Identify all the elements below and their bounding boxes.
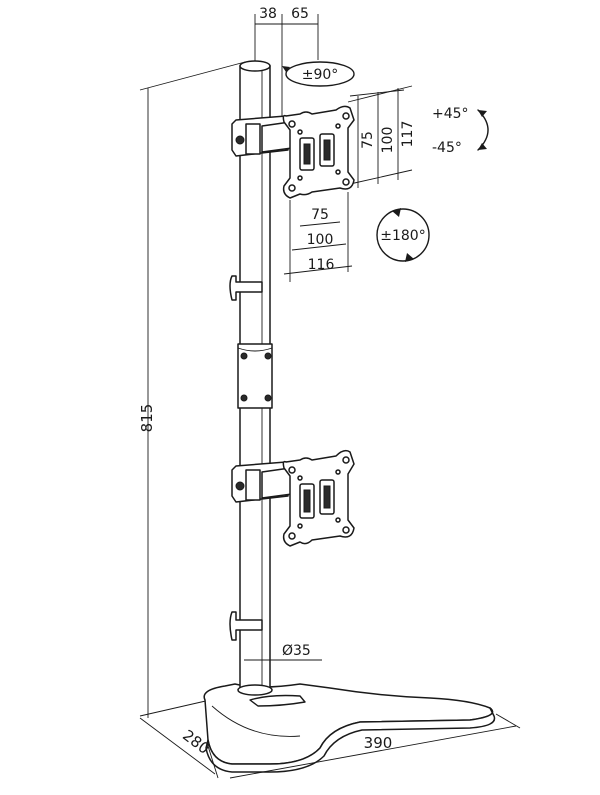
base-width-line	[229, 725, 517, 779]
height-bottom-extension	[139, 699, 211, 717]
base-depth-line	[139, 717, 216, 775]
vesa-h-top-ext-2	[349, 89, 405, 97]
vesa-height-75: 75	[360, 131, 376, 149]
lower-plate-slot-left-fill	[303, 489, 311, 513]
vesa-height-117: 117	[400, 121, 416, 148]
base-plate-edge	[205, 707, 496, 773]
rotate-indicator: ±180°	[376, 208, 430, 262]
base-width-value: 390	[364, 734, 393, 752]
lower-plate-hole-1	[288, 466, 296, 474]
cable-clips	[229, 275, 263, 641]
pole-coupler-top-edge	[237, 347, 273, 352]
upper-monitor-arm	[231, 115, 293, 157]
vesa-h-top-ext-1	[347, 85, 413, 103]
base-bevel-line	[211, 705, 301, 737]
lower-plate-hole-8	[335, 517, 341, 523]
swivel-indicator: ±90°	[282, 61, 355, 87]
vesa-h-bottom-ext-1	[349, 169, 413, 185]
vesa-w-line-100	[291, 243, 347, 251]
vesa-height-dimensions: 75 100 117	[347, 85, 416, 188]
coupler-screw-3	[240, 394, 248, 402]
lower-plate-slot-right-fill	[323, 485, 331, 509]
lower-plate-hole-4	[342, 526, 350, 534]
pole-top-cap	[239, 60, 271, 72]
upper-vesa-plate	[282, 105, 355, 199]
tilt-arrowhead-top	[478, 110, 487, 117]
tilt-rotation-arrow	[477, 109, 489, 151]
lower-plate-hole-7	[297, 523, 303, 529]
swivel-rotation-arrow	[285, 61, 355, 87]
upper-plate-body	[282, 105, 355, 199]
upper-plate-slot-left-fill	[303, 143, 311, 165]
lower-plate-hole-2	[342, 456, 350, 464]
cable-clip-lower	[229, 611, 263, 641]
lower-arm-knob	[235, 481, 245, 491]
upper-arm-clamp-block	[245, 123, 261, 155]
stand-base	[203, 683, 496, 773]
upper-plate-hole-6	[335, 123, 341, 129]
upper-plate-slot-right-fill	[323, 139, 331, 161]
offset-65-label: 65	[291, 6, 309, 22]
vesa-width-dimensions: 75 100 116	[283, 192, 353, 282]
rotate-rotation-arrow	[376, 208, 430, 262]
lower-plate-hole-5	[297, 475, 303, 481]
tilt-indicator: +45° -45°	[432, 106, 489, 156]
vesa-width-116: 116	[308, 257, 335, 273]
base-right-extension	[495, 713, 521, 729]
pole-base-collar	[237, 684, 273, 696]
rotate-label: ±180°	[380, 228, 425, 244]
tilt-arrowhead-bottom	[478, 143, 487, 150]
cable-clip-upper	[229, 275, 263, 301]
rotate-arrowhead-top	[392, 208, 401, 217]
lower-vesa-plate	[282, 449, 355, 547]
pole-diameter-label: Ø35	[282, 643, 311, 659]
swivel-arrowhead	[282, 66, 290, 72]
lower-plate-hole-3	[288, 532, 296, 540]
upper-arm-knob	[235, 135, 245, 145]
vesa-w-line-75	[299, 221, 341, 227]
upper-plate-hole-8	[335, 169, 341, 175]
vesa-width-75: 75	[311, 207, 329, 223]
coupler-screw-2	[264, 352, 272, 360]
base-corner-extension	[207, 745, 219, 779]
lower-monitor-arm	[231, 461, 293, 503]
height-value: 815	[138, 404, 156, 433]
coupler-screw-1	[240, 352, 248, 360]
upper-plate-hole-7	[297, 175, 303, 181]
vesa-width-100: 100	[307, 232, 334, 248]
tilt-up-label: +45°	[432, 106, 469, 122]
stand-pole: Ø35	[237, 60, 322, 696]
swivel-label: ±90°	[302, 67, 339, 83]
lower-arm-clamp-block	[245, 469, 261, 501]
upper-plate-hole-3	[288, 184, 296, 192]
tilt-down-label: -45°	[432, 140, 462, 156]
height-dimension: 815	[138, 61, 246, 718]
vesa-height-100: 100	[380, 127, 396, 154]
coupler-screw-4	[264, 394, 272, 402]
upper-plate-hole-4	[342, 178, 350, 186]
upper-plate-hole-1	[288, 120, 296, 128]
vesa-w-line-116	[283, 265, 353, 275]
upper-plate-hole-5	[297, 129, 303, 135]
upper-plate-hole-2	[342, 112, 350, 120]
height-top-extension	[139, 61, 246, 91]
offset-38-label: 38	[259, 6, 277, 22]
lower-plate-hole-6	[335, 469, 341, 475]
rotate-arrowhead-bottom	[405, 253, 414, 262]
base-slot	[249, 694, 306, 707]
